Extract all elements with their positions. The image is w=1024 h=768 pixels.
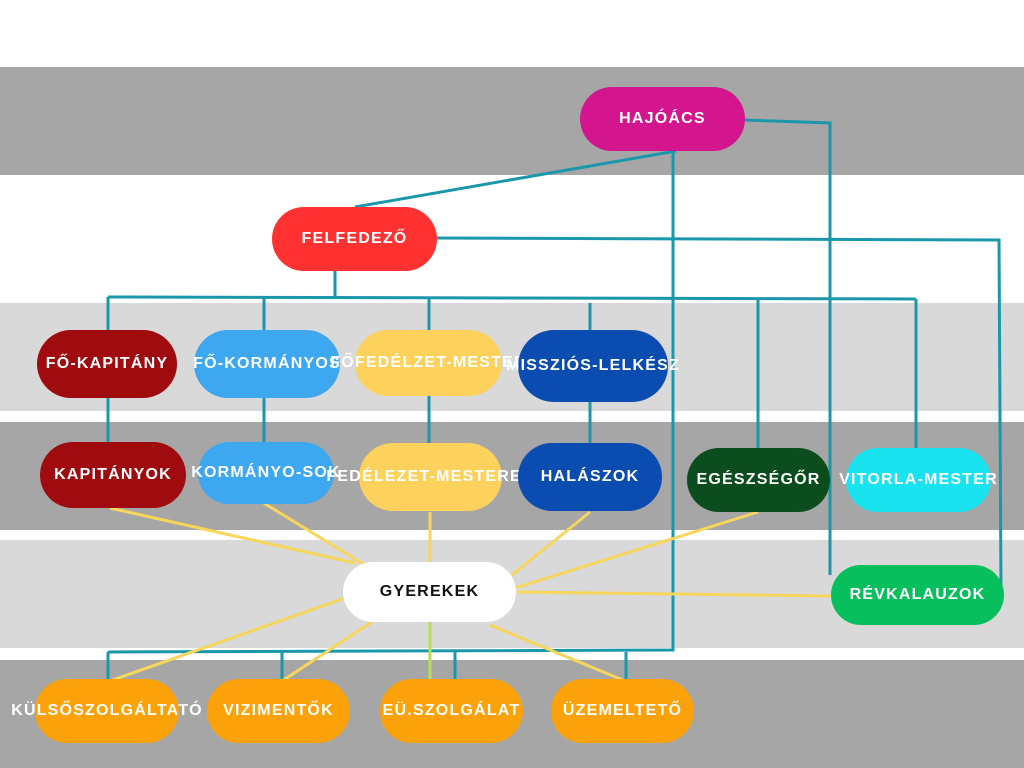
node-uzemelteto-line-1: ÜZEMELTETŐ (562, 702, 683, 720)
node-fokapitany-line-2: KAPITÁNY (76, 355, 169, 373)
node-kulso-line-1: KÜLSŐ (11, 702, 74, 720)
node-fokapitany-line-1: FŐ- (45, 355, 77, 373)
link-hajoacs-felfedezo (354, 149, 677, 209)
node-halaszok: HALÁSZOK (518, 443, 662, 511)
link-hajoacs-revkalauzok (744, 118, 832, 575)
node-fokapitany: FŐ- KAPITÁNY (37, 330, 177, 398)
node-vizimentok-line-1: VIZIMENTŐK (223, 702, 334, 720)
node-kormanyosok: KORMÁNYO- SOK (191, 442, 340, 504)
node-kulso-line-2: SZOLGÁLTATÓ (73, 702, 203, 720)
care-link-halaszok (511, 510, 591, 577)
band-row-top (0, 67, 1024, 175)
node-uzemelteto: ÜZEMELTETŐ (551, 679, 694, 743)
node-hajoacs: HAJÓÁCS (580, 87, 745, 151)
care-links (109, 500, 833, 683)
care-link-uzemelteto (489, 623, 626, 683)
node-vizimentok: VIZIMENTŐK (207, 679, 350, 743)
node-fokormanyos-line-1: FŐ- (193, 355, 225, 373)
care-link-kulso (109, 596, 346, 683)
node-egeszsegor: EGÉSZSÉGŐR (687, 448, 830, 512)
care-link-kapitanyok (109, 506, 356, 565)
node-vitorlamester-line-1: VITORLA- (839, 471, 924, 489)
node-fokormanyos-line-2: KORMÁNYOS (224, 355, 341, 373)
node-fedelezetmesterek: FEDÉLEZET- MESTEREK (326, 443, 533, 511)
node-vitorlamester: VITORLA- MESTER (839, 448, 997, 512)
care-link-egeszsegor (514, 510, 759, 590)
node-fedelezetmesterek-line-1: FEDÉLEZET- (326, 468, 437, 486)
node-fofedelzetmester: FŐFEDÉLZET- MESTER (330, 330, 526, 396)
node-missziolelkesz: MISSZIÓS- LELKÉSZ (506, 330, 679, 402)
node-egeszsegor-line-1: EGÉSZSÉGŐR (696, 471, 821, 489)
node-eu-line-2: SZOLGÁLAT (412, 702, 521, 720)
care-link-vizimentok (281, 620, 373, 683)
node-felfedezo: FELFEDEZŐ (272, 207, 437, 271)
node-vitorlamester-line-2: MESTER (924, 471, 998, 489)
node-kapitanyok: KAPITÁNYOK (40, 442, 186, 508)
node-fokormanyos: FŐ- KORMÁNYOS (193, 330, 341, 398)
node-felfedezo-line-1: FELFEDEZŐ (301, 230, 408, 248)
link-hajoacs-services (107, 151, 675, 654)
node-gyerekek-line-1: GYEREKEK (379, 583, 480, 601)
node-fofedelzetmester-line-2: MESTER (452, 354, 527, 372)
node-kapitanyok-line-1: KAPITÁNYOK (54, 466, 172, 484)
care-link-revkalauzok (517, 590, 833, 598)
node-kormanyosok-line-2: SOK (302, 464, 341, 482)
node-eu: EÜ. SZOLGÁLAT (380, 679, 523, 743)
node-revkalauzok-line-1: RÉVKALAUZOK (849, 586, 986, 604)
node-gyerekek: GYEREKEK (343, 562, 516, 622)
node-kulso: KÜLSŐ SZOLGÁLTATÓ (11, 679, 202, 743)
node-fedelezetmesterek-line-2: MESTEREK (436, 468, 535, 486)
node-halaszok-line-1: HALÁSZOK (540, 468, 640, 486)
node-kormanyosok-line-1: KORMÁNYO- (191, 464, 303, 482)
node-hajoacs-line-1: HAJÓÁCS (619, 110, 706, 128)
node-fofedelzetmester-line-1: FŐFEDÉLZET- (330, 354, 453, 372)
link-felfedezo-revkalauzok (436, 236, 1003, 593)
hierarchy-links (106, 118, 1003, 679)
care-link-kormanyosok (261, 500, 366, 567)
node-revkalauzok: RÉVKALAUZOK (831, 565, 1004, 625)
node-missziolelkesz-line-2: LELKÉSZ (598, 357, 680, 375)
link-leader-bus (107, 295, 917, 301)
node-eu-line-1: EÜ. (382, 702, 413, 720)
node-missziolelkesz-line-1: MISSZIÓS- (506, 357, 599, 375)
